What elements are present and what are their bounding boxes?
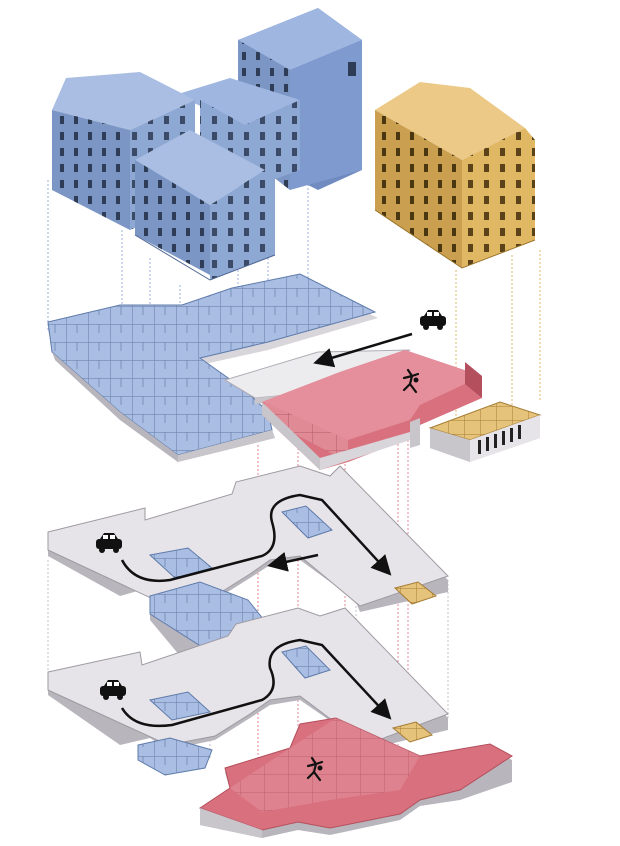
- car-icon: [420, 310, 446, 330]
- climber-icon: [402, 368, 420, 394]
- climber-icon: [306, 756, 324, 782]
- ground-floor-sports-hall: [262, 350, 482, 470]
- ground-floor-residential-plan: [47, 273, 378, 462]
- climbing-level-plan: [198, 717, 513, 838]
- ground-floor-office-plan: [428, 401, 542, 462]
- office-building: [374, 82, 536, 269]
- residential-buildings: [52, 8, 362, 281]
- car-icon: [96, 533, 122, 553]
- parking-level-1: [47, 465, 449, 612]
- parking-level-1-exit-arrow: [267, 552, 319, 572]
- parking-level-2-residential-wing: [137, 737, 213, 776]
- parking-level-1-route: [120, 493, 392, 583]
- parking-level-2: [47, 607, 449, 750]
- car-icon: [100, 680, 126, 700]
- entrance-route-arrow: [313, 332, 413, 368]
- parking-level-2-route: [120, 638, 392, 728]
